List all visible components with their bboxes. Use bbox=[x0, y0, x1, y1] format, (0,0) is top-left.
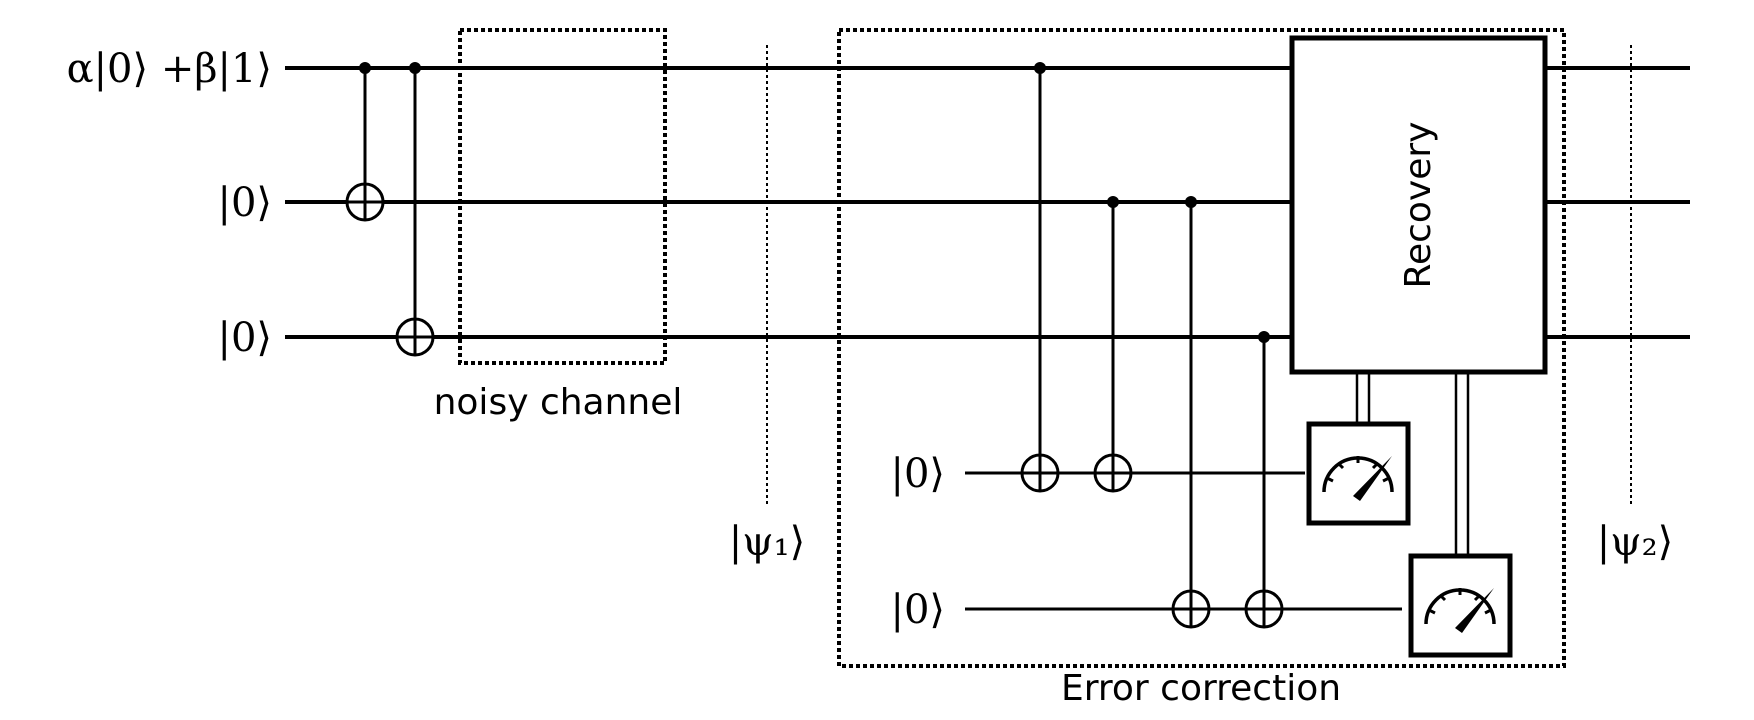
control-dot-icon bbox=[409, 62, 421, 74]
noisy-channel-box bbox=[458, 28, 667, 365]
meter-icon bbox=[1408, 553, 1513, 658]
recovery-label: Recovery bbox=[1398, 122, 1439, 289]
noisy-channel-label: noisy channel bbox=[434, 382, 683, 423]
cnot-syndrome-3 bbox=[1171, 196, 1211, 629]
meter-icon bbox=[1306, 421, 1411, 526]
psi2-label: |ψ₂⟩ bbox=[1597, 519, 1673, 565]
input-state-label: α|0⟩ +β|1⟩ bbox=[67, 46, 272, 92]
control-dot-icon bbox=[359, 62, 371, 74]
cnot-target-icon bbox=[1093, 453, 1133, 493]
cnot-syndrome-2 bbox=[1093, 196, 1133, 493]
recovery-box bbox=[1289, 35, 1548, 375]
cnot-target-icon bbox=[1171, 589, 1211, 629]
cnot-target-icon bbox=[395, 317, 435, 357]
control-dot-icon bbox=[1185, 196, 1197, 208]
ket0-label-q1: |0⟩ bbox=[217, 180, 272, 226]
ancilla-label-1: |0⟩ bbox=[890, 451, 945, 497]
cnot-target-icon bbox=[345, 182, 385, 222]
error-correction-box bbox=[837, 28, 1566, 668]
psi1-label: |ψ₁⟩ bbox=[729, 519, 805, 565]
cnot-encode-2 bbox=[395, 62, 435, 357]
control-dot-icon bbox=[1107, 196, 1119, 208]
ket0-label-q2: |0⟩ bbox=[217, 315, 272, 361]
cnot-syndrome-1 bbox=[1020, 62, 1060, 493]
cnot-syndrome-4 bbox=[1244, 331, 1284, 629]
cnot-target-icon bbox=[1244, 589, 1284, 629]
classical-wire-1 bbox=[1355, 372, 1371, 424]
control-dot-icon bbox=[1034, 62, 1046, 74]
classical-wire-2 bbox=[1454, 372, 1470, 556]
control-dot-icon bbox=[1258, 331, 1270, 343]
error-correction-label: Error correction bbox=[1061, 668, 1341, 709]
ancilla-label-2: |0⟩ bbox=[890, 587, 945, 633]
cnot-target-icon bbox=[1020, 453, 1060, 493]
cnot-encode-1 bbox=[345, 62, 385, 222]
